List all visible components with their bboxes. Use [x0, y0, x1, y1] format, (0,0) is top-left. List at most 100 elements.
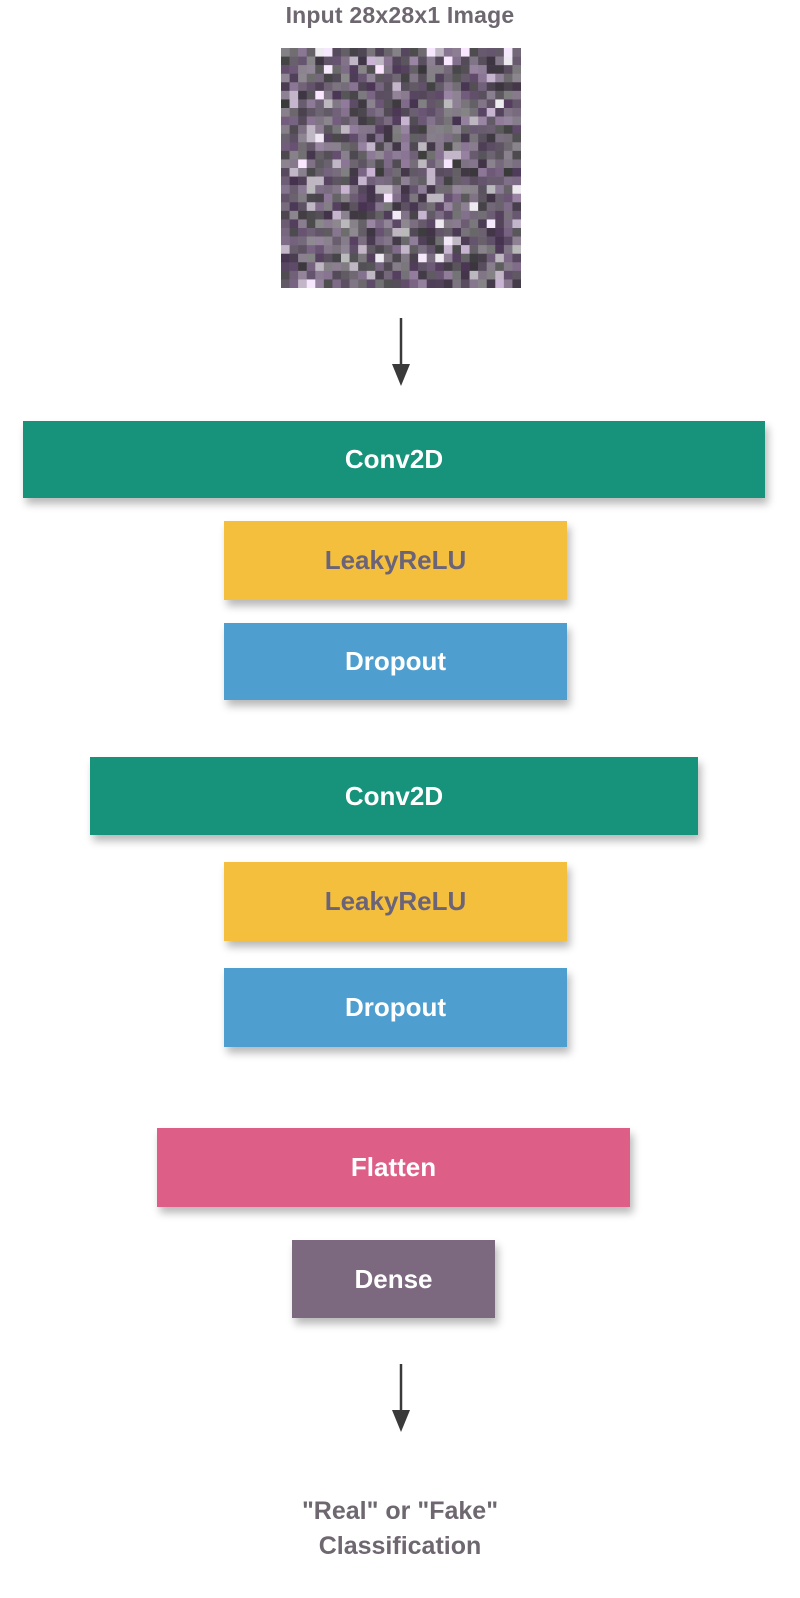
noise-pixel — [426, 202, 436, 212]
noise-pixel — [512, 270, 521, 280]
noise-pixel — [383, 133, 393, 143]
noise-pixel — [392, 253, 402, 263]
noise-pixel — [349, 202, 359, 212]
noise-pixel — [503, 108, 513, 117]
noise-pixel — [392, 210, 402, 220]
noise-pixel — [298, 168, 308, 177]
noise-pixel — [323, 210, 333, 220]
noise-pixel — [349, 48, 359, 57]
noise-pixel — [366, 262, 376, 272]
noise-pixel — [349, 142, 359, 152]
noise-pixel — [383, 116, 393, 126]
noise-pixel — [426, 270, 436, 280]
noise-pixel — [443, 133, 453, 143]
noise-pixel — [306, 270, 316, 280]
noise-pixel — [315, 73, 325, 83]
noise-pixel — [341, 125, 350, 135]
noise-pixel — [289, 142, 299, 152]
noise-pixel — [383, 48, 393, 57]
noise-pixel — [298, 270, 308, 280]
noise-pixel — [281, 133, 290, 143]
noise-pixel — [366, 270, 376, 280]
noise-pixel — [281, 270, 290, 280]
noise-pixel — [435, 65, 445, 75]
noise-pixel — [366, 245, 376, 255]
layer-label: Conv2D — [344, 780, 444, 811]
noise-pixel — [426, 236, 436, 246]
noise-pixel — [461, 133, 470, 143]
noise-pixel — [289, 270, 299, 280]
noise-pixel — [358, 185, 368, 195]
noise-pixel — [358, 108, 368, 117]
noise-pixel — [435, 253, 445, 263]
layer-label: LeakyReLU — [324, 886, 467, 916]
noise-pixel — [323, 125, 333, 135]
noise-pixel — [349, 116, 359, 126]
noise-pixel — [486, 202, 496, 212]
noise-pixel — [452, 108, 462, 117]
noise-pixel — [469, 253, 479, 263]
noise-pixel — [503, 99, 513, 109]
noise-pixel — [486, 116, 496, 126]
noise-pixel — [443, 270, 453, 280]
noise-pixel — [341, 65, 350, 75]
noise-pixel — [358, 236, 368, 246]
noise-pixel — [366, 185, 376, 195]
noise-pixel — [392, 73, 402, 83]
noise-pixel — [375, 90, 385, 100]
noise-pixel — [495, 279, 505, 288]
noise-pixel — [452, 253, 462, 263]
noise-pixel — [375, 56, 385, 66]
noise-pixel — [341, 73, 350, 83]
noise-pixel — [383, 210, 393, 220]
noise-pixel — [341, 150, 350, 160]
noise-pixel — [495, 236, 505, 246]
noise-pixel — [486, 253, 496, 263]
noise-pixel — [503, 228, 513, 237]
noise-pixel — [486, 168, 496, 177]
noise-pixel — [512, 236, 521, 246]
noise-pixel — [281, 108, 290, 117]
noise-pixel — [315, 279, 325, 288]
noise-pixel — [409, 168, 419, 177]
noise-pixel — [495, 90, 505, 100]
noise-pixel — [495, 210, 505, 220]
noise-pixel — [375, 253, 385, 263]
noise-pixel — [495, 108, 505, 117]
noise-pixel — [512, 99, 521, 109]
noise-pixel — [341, 108, 350, 117]
noise-pixel — [341, 176, 350, 186]
noise-pixel — [503, 56, 513, 66]
noise-pixel — [392, 133, 402, 143]
noise-pixel — [469, 82, 479, 92]
noise-pixel — [495, 270, 505, 280]
noise-pixel — [323, 90, 333, 100]
noise-pixel — [315, 262, 325, 272]
noise-pixel — [418, 133, 428, 143]
noise-pixel — [281, 245, 290, 255]
noise-pixel — [289, 133, 299, 143]
noise-pixel — [426, 56, 436, 66]
noise-pixel — [418, 176, 428, 186]
noise-pixel — [401, 150, 410, 160]
noise-pixel — [426, 159, 436, 169]
noise-pixel — [281, 65, 290, 75]
noise-pixel — [298, 236, 308, 246]
noise-pixel — [452, 133, 462, 143]
noise-pixel — [332, 245, 342, 255]
noise-pixel — [315, 228, 325, 237]
noise-pixel — [443, 48, 453, 57]
noise-pixel — [443, 228, 453, 237]
noise-pixel — [478, 270, 488, 280]
noise-pixel — [315, 48, 325, 57]
noise-pixel — [495, 185, 505, 195]
noise-pixel — [452, 90, 462, 100]
noise-pixel — [435, 270, 445, 280]
noise-pixel — [349, 133, 359, 143]
noise-pixel — [435, 210, 445, 220]
noise-pixel — [289, 245, 299, 255]
noise-pixel — [315, 253, 325, 263]
noise-pixel — [443, 116, 453, 126]
noise-pixel — [409, 125, 419, 135]
noise-pixel — [461, 262, 470, 272]
